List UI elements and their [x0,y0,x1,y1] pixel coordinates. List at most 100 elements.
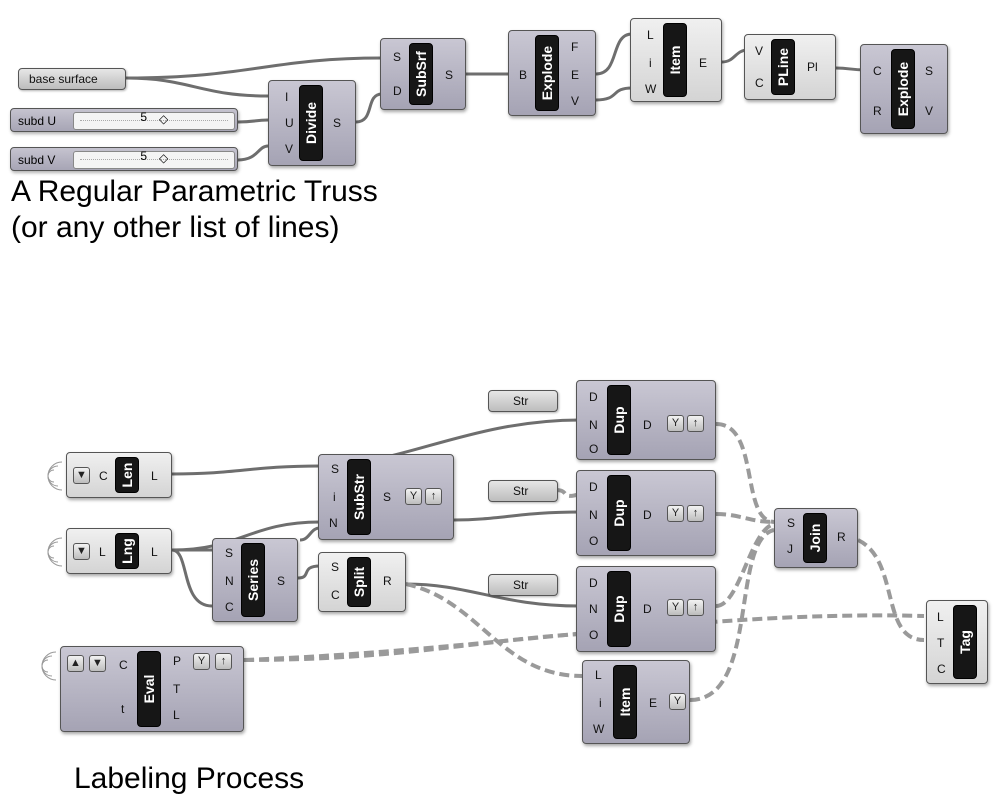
graft-icon[interactable]: Y [667,599,684,616]
wire-divide-to-subsrf [355,92,383,124]
subd-v-slider[interactable]: subd V 5 ◇ [10,147,238,171]
subd-v-track[interactable] [73,151,235,169]
divide-component[interactable]: I U V Divide S [268,80,356,166]
list-item-component[interactable]: L i W Item E [630,18,722,102]
port-label: F [571,40,579,54]
port-label: N [225,574,234,588]
port-label: R [383,574,392,588]
port-label: S [393,50,402,64]
wire-subd-v-to-divide [237,144,269,162]
port-label: L [937,610,944,624]
duplicate-component[interactable]: D N O Dup D Y ↑ [576,566,716,652]
string-param[interactable]: Str [488,390,558,412]
string-param[interactable]: Str [488,480,558,502]
port-label: C [99,469,108,483]
base-surface-param[interactable]: base surface [18,68,126,90]
broadcast-icon [41,651,57,681]
flatten-icon[interactable]: ↑ [687,415,704,432]
split-component[interactable]: S C Split R [318,552,406,612]
port-label: O [589,628,599,642]
port-label: D [589,390,598,404]
port-label: D [643,508,652,522]
join-strings-component[interactable]: S J Join R [774,508,858,568]
base-surface-label: base surface [29,72,98,86]
port-label: C [331,588,340,602]
component-title: Explode [895,61,911,117]
port-label: Pl [807,60,818,74]
component-title: Tag [957,630,973,654]
subd-u-track[interactable] [73,112,235,130]
component-core: Tag [953,605,977,679]
component-title: Join [807,523,823,553]
param-label: Str [513,484,529,498]
port-label: T [173,682,181,696]
arrow-down-icon[interactable]: ▼ [89,655,106,672]
arrow-down-icon[interactable]: ▼ [73,467,90,484]
port-label: V [755,44,764,58]
flatten-icon[interactable]: ↑ [687,505,704,522]
substring-component[interactable]: S i N SubStr S Y ↑ [318,454,454,540]
graft-icon[interactable]: Y [405,488,422,505]
explode-component[interactable]: B Explode F E V [508,30,596,116]
component-core: Dup [607,385,631,455]
port-label: W [645,82,657,96]
port-label: V [285,142,294,156]
list-length-component[interactable]: ▼ L Lng L [66,528,172,574]
subd-v-label: subd V [18,153,56,167]
port-label: C [755,76,764,90]
list-item-component[interactable]: L i W Item E Y [582,660,690,744]
port-label: L [99,545,106,559]
component-core: Split [347,557,371,607]
graft-icon[interactable]: Y [669,693,686,710]
subsrf-component[interactable]: S D SubSrf S [380,38,466,110]
length-component[interactable]: ▼ C Len L [66,452,172,498]
graft-icon[interactable]: Y [193,653,210,670]
component-core: SubSrf [409,43,433,105]
series-component[interactable]: S N C Series S [212,538,298,622]
flatten-icon[interactable]: ↑ [215,653,232,670]
port-label: R [873,104,882,118]
port-label: S [383,490,392,504]
flatten-icon[interactable]: ↑ [687,599,704,616]
duplicate-component[interactable]: D N O Dup D Y ↑ [576,470,716,556]
component-core: Dup [607,571,631,647]
broadcast-icon [47,461,63,491]
arrow-up-icon[interactable]: ▲ [67,655,84,672]
port-label: E [649,696,658,710]
port-label: S [333,116,342,130]
component-title: SubStr [351,474,367,520]
port-label: N [589,508,598,522]
subd-u-slider[interactable]: subd U 5 ◇ [10,108,238,132]
component-core: Divide [299,85,323,161]
port-label: T [937,636,945,650]
port-label: N [329,516,338,530]
port-label: L [151,545,158,559]
component-core: SubStr [347,459,371,535]
graft-icon[interactable]: Y [667,415,684,432]
graft-icon[interactable]: Y [667,505,684,522]
slider-knob-icon[interactable]: ◇ [159,112,169,126]
port-label: t [121,702,125,716]
component-title: Dup [611,499,627,527]
flatten-icon[interactable]: ↑ [425,488,442,505]
polyline-component[interactable]: V C PLine Pl [744,34,836,100]
port-label: D [589,576,598,590]
port-label: S [225,546,234,560]
port-label: L [595,668,602,682]
param-label: Str [513,578,529,592]
port-label: C [225,600,234,614]
wire-series-to-split [297,564,321,580]
component-title: SubSrf [413,51,429,97]
port-label: J [787,542,793,556]
port-label: i [649,56,652,70]
duplicate-component[interactable]: D N O Dup D Y ↑ [576,380,716,460]
arrow-down-icon[interactable]: ▼ [73,543,90,560]
text-tag-component[interactable]: L T C Tag [926,600,988,684]
port-label: O [589,534,599,548]
string-param[interactable]: Str [488,574,558,596]
slider-knob-icon[interactable]: ◇ [159,151,169,165]
evaluate-curve-component[interactable]: ▲ ▼ C t Eval P T L Y ↑ [60,646,244,732]
port-label: E [571,68,580,82]
explode-curve-component[interactable]: C R Explode S V [860,44,948,134]
